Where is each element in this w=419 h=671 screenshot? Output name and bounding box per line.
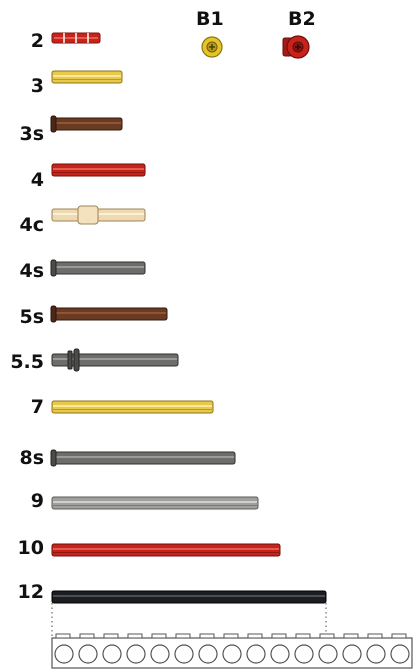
axle-label-4c: 4c [19, 214, 44, 236]
axle-4c [51, 205, 146, 225]
bushing-b1 [201, 36, 223, 58]
axle-label-4s: 4s [19, 260, 44, 282]
beam-holes [54, 644, 410, 664]
axle-label-5s: 5s [19, 306, 44, 328]
bushing-b2 [282, 35, 310, 59]
axle-3s [50, 115, 123, 133]
axle-4 [51, 163, 146, 177]
axle-label-8s: 8s [19, 447, 44, 469]
axle-label-12: 12 [17, 581, 44, 603]
axle-3 [51, 70, 123, 84]
axle-12 [51, 590, 327, 604]
axle-label-7: 7 [30, 396, 44, 418]
technic-beam [51, 633, 413, 669]
bushing-b2-label: B2 [288, 8, 316, 30]
axle-label-9: 9 [30, 490, 44, 512]
axle-8s [50, 449, 236, 467]
axle-2 [51, 32, 101, 44]
axle-5-5 [51, 348, 179, 372]
axle-label-10: 10 [17, 537, 44, 559]
axle-5s [50, 305, 168, 323]
axle-10 [51, 543, 281, 557]
axle-9 [51, 496, 259, 510]
axle-4s [50, 259, 146, 277]
axle-label-3s: 3s [19, 123, 44, 145]
beam-stud-row [55, 633, 407, 639]
axle-label-5-5: 5.5 [10, 351, 44, 373]
bushing-b1-label: B1 [196, 8, 224, 30]
axle-label-3: 3 [30, 75, 44, 97]
axle-label-4: 4 [30, 169, 44, 191]
axle-7 [51, 400, 214, 414]
axle-label-2: 2 [30, 30, 44, 52]
